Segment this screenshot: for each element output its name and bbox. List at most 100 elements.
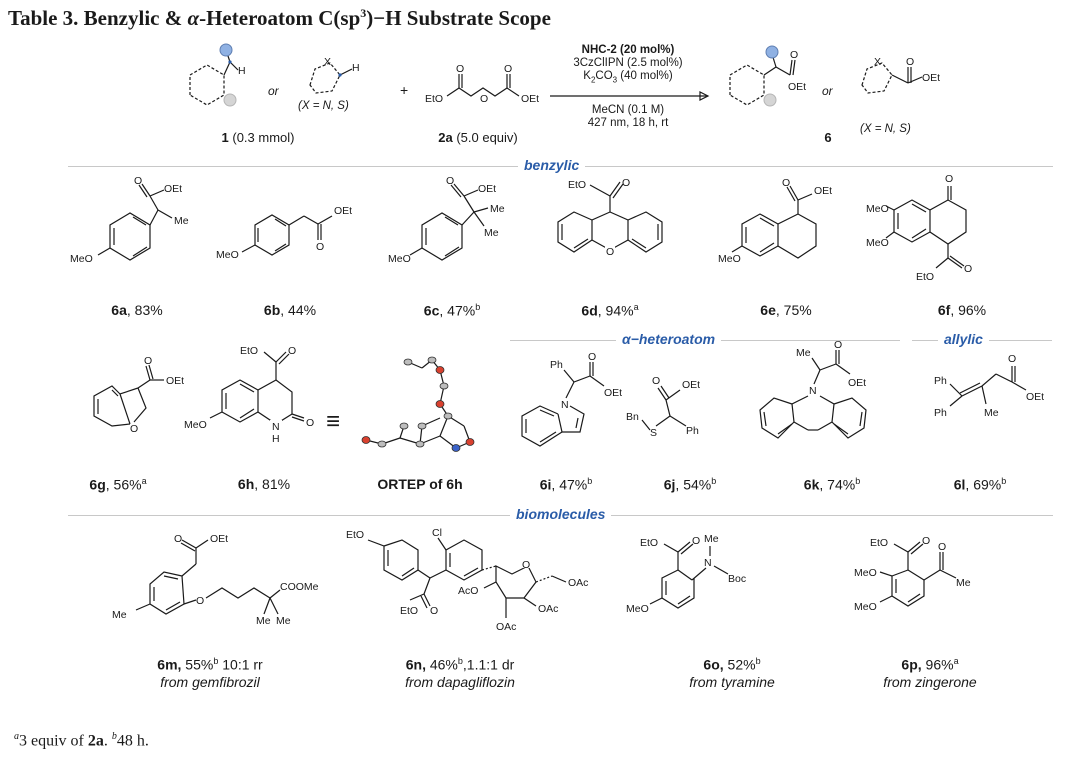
svg-text:EtO: EtO [640,537,658,549]
svg-text:Ph: Ph [550,359,563,371]
svg-text:MeO: MeO [388,253,411,265]
origin-6m: from gemfibrozil [160,674,260,690]
svg-text:Boc: Boc [728,573,746,585]
svg-text:O: O [945,173,953,185]
product-6-heterocycle: X O OEt [861,56,940,94]
reaction-conditions-top: NHC-2 (20 mol%) 3CzClIPN (2.5 mol%) K2CO… [573,44,683,85]
svg-text:MeO: MeO [854,601,877,613]
svg-text:O: O [456,63,464,75]
svg-text:OEt: OEt [1026,391,1044,403]
svg-text:O: O [922,535,930,547]
svg-text:OEt: OEt [682,379,700,391]
svg-text:OAc: OAc [496,621,516,633]
section-biomolecules: biomolecules [510,506,612,522]
structure-6p: EtO O O Me MeO MeO [854,535,971,613]
svg-text:O: O [144,355,152,367]
svg-text:O: O [316,241,324,253]
svg-text:N: N [561,399,569,411]
svg-text:EtO: EtO [568,179,586,191]
atom-h2: H [352,62,360,74]
svg-text:Me: Me [276,615,291,627]
svg-text:O: O [196,595,204,607]
label-6p: 6p, 96%a [901,656,959,673]
label-6l: 6l, 69%b [953,476,1007,493]
svg-text:O: O [288,345,296,357]
structure-6c: Me Me O OEt MeO [388,175,505,265]
product-6-label: 6 [824,130,832,145]
svg-text:O: O [446,175,454,187]
svg-text:MeO: MeO [216,249,239,261]
svg-text:H: H [272,433,280,445]
svg-text:Cl: Cl [432,527,442,539]
svg-text:OEt: OEt [334,205,352,217]
svg-text:Me: Me [704,533,719,545]
svg-text:OEt: OEt [604,387,622,399]
svg-text:OEt: OEt [478,183,496,195]
svg-text:Me: Me [484,227,499,239]
structure-6e: O OEt MeO [718,177,832,265]
svg-text:EtO: EtO [870,537,888,549]
svg-text:O: O [504,63,512,75]
svg-text:Ph: Ph [934,375,947,387]
svg-text:Ph: Ph [934,407,947,419]
svg-text:Me: Me [174,215,189,227]
svg-text:OEt: OEt [788,81,806,93]
reagent-2a-label: 2a (5.0 equiv) [438,130,518,145]
section-allylic: allylic [938,331,989,347]
reagent-1-label: 1 (0.3 mmol) [221,130,295,145]
section-heteroatom: α−heteroatom [616,331,722,347]
table-title: Table 3. Benzylic & α-Heteroatom C(sp3)−… [8,6,551,30]
svg-text:OEt: OEt [166,375,184,387]
svg-text:O: O [522,559,530,571]
label-6k: 6k, 74%b [803,476,861,493]
section-benzylic: benzylic [518,157,586,173]
svg-text:O: O [174,533,182,545]
structure-6d: EtO O O [557,177,663,258]
svg-text:OEt: OEt [521,93,539,105]
svg-text:O: O [134,175,142,187]
label-6o: 6o, 52%b [703,656,761,673]
or-text-2: or [822,84,833,98]
svg-text:O: O [964,263,972,275]
structure-6f: O MeO MeO O EtO [866,173,972,283]
label-6j: 6j, 54%b [663,476,717,493]
structure-6k: Me O OEt N [759,339,867,439]
x-note-left: (X = N, S) [298,100,349,112]
atom-h: H [238,65,246,77]
reaction-arrow [550,91,710,101]
svg-text:X: X [874,56,881,68]
svg-text:OAc: OAc [568,577,588,589]
origin-6o: from tyramine [689,674,775,690]
structure-6i: Ph O OEt N [521,351,622,447]
svg-text:O: O [834,339,842,351]
svg-text:N: N [704,557,712,569]
equivalence-sign: ≡ [326,408,341,435]
structure-6m: O OEt Me O COOMe Me Me [112,533,319,627]
svg-text:O: O [906,56,914,68]
structure-6h: EtO O O N H MeO [184,345,314,445]
svg-text:MeO: MeO [854,567,877,579]
label-6m: 6m, 55%b 10:1 rr [157,656,263,673]
origin-6n: from dapagliflozin [405,674,515,690]
svg-text:O: O [1008,353,1016,365]
ortep-structure [361,356,475,452]
svg-text:COOMe: COOMe [280,581,319,593]
svg-text:MeO: MeO [718,253,741,265]
svg-text:Ph: Ph [686,425,699,437]
label-6g: 6g, 56%a [89,476,147,493]
svg-text:O: O [622,177,630,189]
svg-text:O: O [480,93,488,105]
label-6n: 6n, 46%b,1.1:1 dr [405,656,515,673]
svg-text:OAc: OAc [538,603,558,615]
reaction-conditions-bottom: MeCN (0.1 M) 427 nm, 18 h, rt [587,104,669,129]
svg-text:OEt: OEt [210,533,228,545]
svg-text:O: O [430,605,438,617]
x-note-right: (X = N, S) [860,123,911,135]
reagent-2a-structure: EtO O O O OEt [425,63,539,105]
label-6c: 6c, 47%b [423,302,481,319]
svg-text:O: O [782,177,790,189]
svg-text:O: O [790,49,798,61]
product-6-arene: O OEt [729,45,806,107]
svg-text:Me: Me [490,203,505,215]
svg-text:MeO: MeO [70,253,93,265]
